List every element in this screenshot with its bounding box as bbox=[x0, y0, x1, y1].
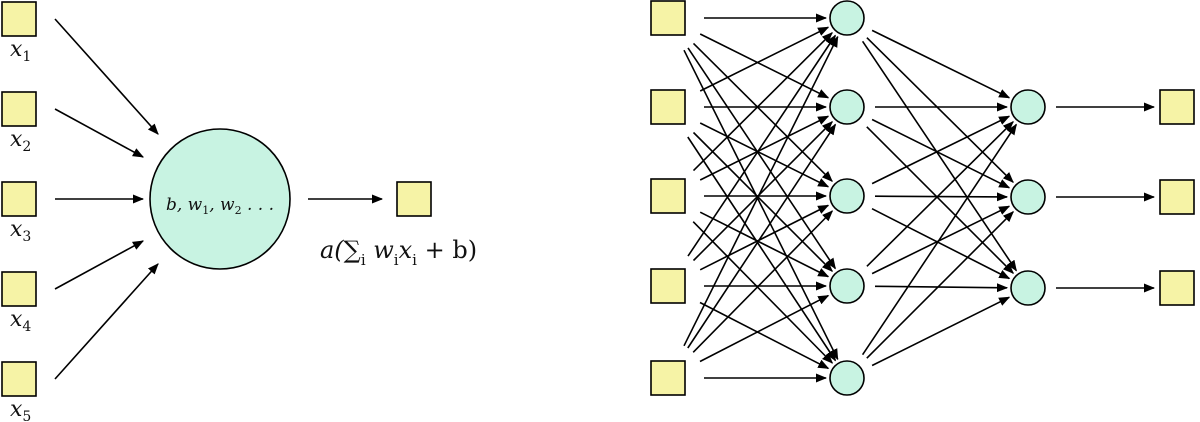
network-edges bbox=[683, 13, 1156, 383]
input-label: x2 bbox=[10, 127, 31, 155]
input-label: x4 bbox=[10, 307, 31, 335]
input-node-2 bbox=[650, 89, 686, 125]
input-node-5: x5 bbox=[1, 361, 37, 422]
neuron-circle bbox=[149, 128, 291, 270]
network-edge bbox=[692, 221, 834, 364]
network-edge bbox=[871, 207, 1011, 280]
hidden-neuron-l1-1 bbox=[829, 0, 865, 36]
input-node-3: x3 bbox=[1, 181, 37, 245]
network-edge bbox=[687, 136, 837, 362]
hidden-neuron-l1-2 bbox=[829, 89, 865, 125]
input-node-5 bbox=[650, 360, 686, 396]
hidden-neuron-l2-1 bbox=[1010, 89, 1046, 125]
input-edge bbox=[54, 18, 159, 135]
network-edge bbox=[699, 204, 830, 271]
network-edge bbox=[683, 49, 839, 361]
network-edge bbox=[692, 210, 834, 353]
network-edge bbox=[866, 211, 1014, 359]
network-nodes bbox=[650, 0, 1195, 396]
input-square bbox=[1, 1, 37, 37]
network-edge bbox=[871, 296, 1011, 367]
network-edge bbox=[683, 35, 839, 347]
network-edge bbox=[699, 211, 830, 278]
input-square bbox=[1, 271, 37, 307]
network-edge bbox=[692, 131, 833, 272]
network-panel bbox=[650, 0, 1195, 396]
input-node-3 bbox=[650, 178, 686, 214]
network-edge bbox=[874, 192, 1009, 202]
network-edge bbox=[699, 33, 830, 99]
input-square bbox=[1, 181, 37, 217]
input-square bbox=[1, 361, 37, 397]
output-square bbox=[396, 181, 432, 217]
network-edge bbox=[699, 122, 830, 188]
output-node-3 bbox=[1159, 270, 1195, 306]
network-edge bbox=[871, 115, 1011, 185]
input-edges bbox=[54, 18, 159, 380]
network-edge bbox=[866, 121, 1014, 267]
input-label: x1 bbox=[10, 37, 31, 65]
hidden-neuron-l2-2 bbox=[1010, 179, 1046, 215]
hidden-neuron-l1-5 bbox=[829, 360, 865, 396]
network-edge bbox=[687, 34, 836, 257]
network-edge bbox=[692, 42, 833, 182]
network-edge bbox=[687, 123, 837, 349]
hidden-neuron-l1-3 bbox=[829, 178, 865, 214]
output-node-1 bbox=[1159, 89, 1195, 125]
network-edge bbox=[871, 29, 1011, 99]
input-node-2: x2 bbox=[1, 91, 37, 155]
input-edge bbox=[54, 263, 159, 380]
network-edge bbox=[874, 283, 1009, 293]
network-edge bbox=[861, 123, 1017, 356]
network-edge bbox=[871, 118, 1011, 189]
activation-formula: a(∑i wixi + b) bbox=[320, 236, 477, 269]
hidden-neuron-l2-3 bbox=[1010, 270, 1046, 306]
network-edge bbox=[699, 294, 830, 363]
input-edge bbox=[54, 108, 144, 158]
input-node-4: x4 bbox=[1, 271, 37, 335]
network-edge bbox=[866, 37, 1014, 183]
single-neuron-panel: x1 x2 x3 x4 x5 b, w1, w2 . . . bbox=[1, 1, 477, 422]
output-node-2 bbox=[1159, 179, 1195, 215]
input-node-1: x1 bbox=[1, 1, 37, 65]
network-edge bbox=[699, 26, 830, 92]
input-nodes: x1 x2 x3 x4 x5 bbox=[1, 1, 37, 422]
input-node-4 bbox=[650, 268, 686, 304]
input-label: x5 bbox=[10, 397, 31, 422]
input-node-1 bbox=[650, 0, 686, 36]
network-edge bbox=[692, 32, 833, 172]
network-edge bbox=[699, 115, 830, 181]
network-edge bbox=[866, 126, 1014, 274]
input-label: x3 bbox=[10, 217, 31, 245]
network-edge bbox=[692, 121, 833, 262]
network-edge bbox=[861, 40, 1017, 272]
input-edge bbox=[54, 240, 144, 290]
hidden-neuron-l1-4 bbox=[829, 268, 865, 304]
input-square bbox=[1, 91, 37, 127]
network-edge bbox=[699, 301, 830, 370]
network-edge bbox=[871, 205, 1011, 275]
neuron-parameters-label: b, w1, w2 . . . bbox=[166, 195, 274, 217]
